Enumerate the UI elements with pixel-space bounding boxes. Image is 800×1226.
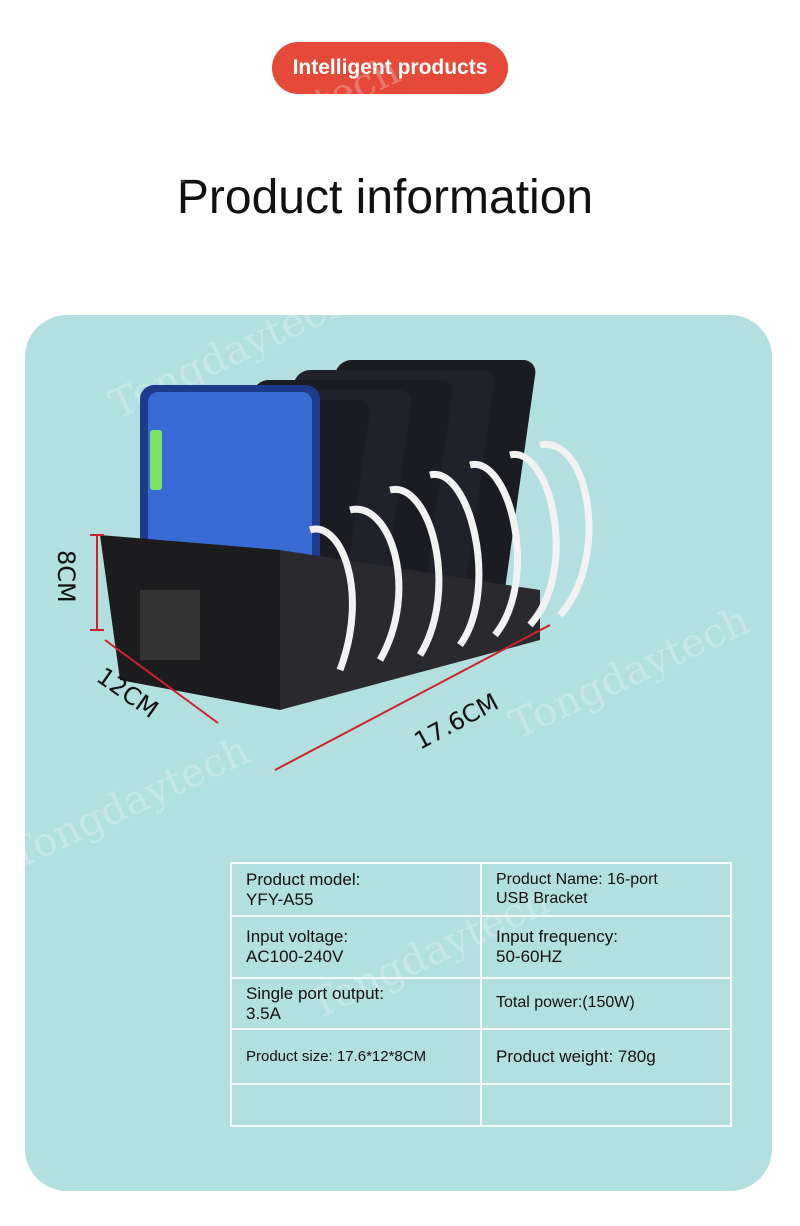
page-title: Product information (176, 171, 594, 224)
spec-power: Total power:(150W) (480, 977, 732, 1030)
spec-voltage: Input voltage: AC100-240V (230, 915, 482, 979)
spec-empty (480, 1083, 732, 1127)
height-label: 8CM (52, 550, 80, 603)
spec-output: Single port output: 3.5A (230, 977, 482, 1030)
spec-weight: Product weight: 780g (480, 1028, 732, 1085)
spec-name: Product Name: 16-port USB Bracket (480, 862, 732, 917)
charger-illustration: 8CM 12CM 17.6CM (52, 360, 593, 771)
vent-grille (140, 590, 200, 660)
spec-size: Product size: 17.6*12*8CM (230, 1028, 482, 1085)
spec-model: Product model: YFY-A55 (230, 862, 482, 917)
spec-frequency: Input frequency: 50-60HZ (480, 915, 732, 979)
dimension-lines (90, 534, 551, 771)
usb-cables (308, 441, 593, 672)
spec-empty (230, 1083, 482, 1127)
width-label: 17.6CM (410, 688, 503, 755)
table-row (230, 1083, 732, 1127)
intelligent-products-badge: Intelligent products (272, 42, 508, 94)
